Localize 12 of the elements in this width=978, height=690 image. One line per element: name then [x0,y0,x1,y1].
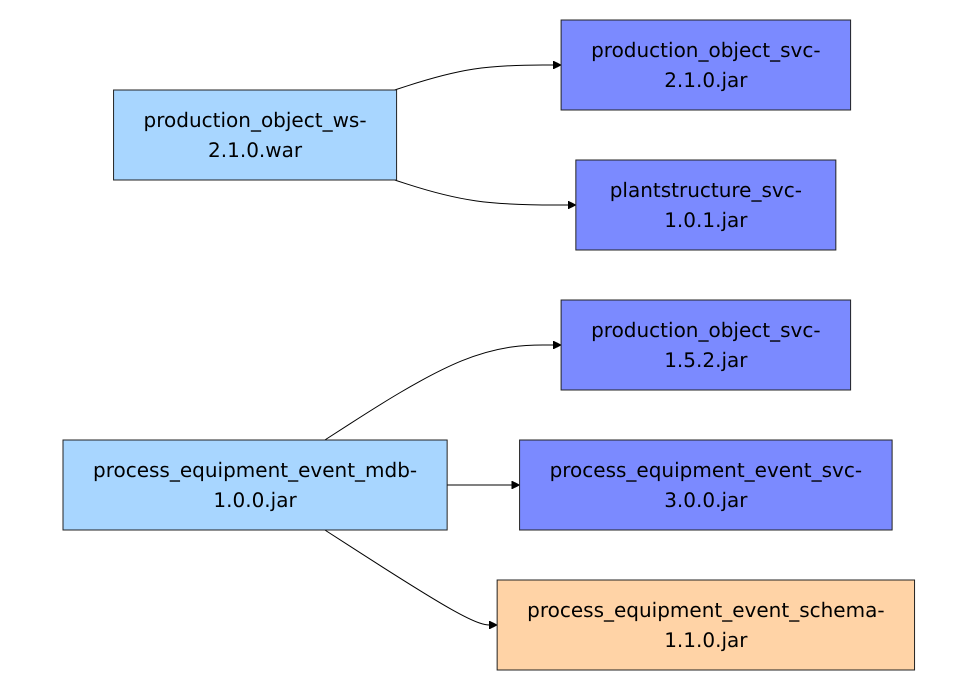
node-box: plantstructure_svc-1.0.1.jar [576,160,837,250]
arrow [324,340,562,440]
node-box: process_equipment_event_svc-3.0.0.jar [519,440,893,530]
arrow [446,480,520,490]
node-box: production_object_ws-2.1.0.war [113,90,398,180]
node-box: production_object_svc-1.5.2.jar [560,300,852,390]
arrow [394,180,576,210]
arrow [394,60,562,90]
node-box: process_equipment_event_schema-1.1.0.jar [496,580,916,670]
arrow [324,530,498,630]
node-box: process_equipment_event_mdb-1.0.0.jar [62,440,448,530]
node-box: production_object_svc-2.1.0.jar [560,20,852,110]
